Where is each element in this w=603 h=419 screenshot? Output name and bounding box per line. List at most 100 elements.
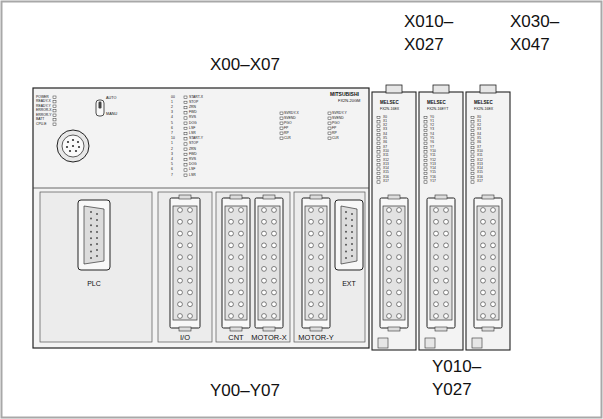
- connector-latch: [263, 327, 275, 331]
- connector-pin: [229, 278, 234, 283]
- terminal-label: X6: [477, 141, 481, 144]
- extension-block: MELSECFX2N-16EYTY0Y1Y2Y3Y4Y5Y6Y7Y10Y11Y1…: [419, 92, 463, 350]
- panel-label: 6: [171, 127, 173, 130]
- terminal-label: Y6: [430, 141, 434, 144]
- connector-pin: [444, 208, 449, 213]
- connector-pin: [188, 208, 193, 213]
- connector-pin: [262, 208, 267, 213]
- connector-pin: [178, 302, 183, 307]
- panel-label: CPU-E: [36, 123, 47, 126]
- connector-body: [380, 198, 408, 328]
- panel-label: 00: [171, 96, 175, 99]
- led: [53, 123, 56, 125]
- led: [424, 164, 427, 166]
- connector-pin: [444, 243, 449, 248]
- connector-latch: [435, 195, 447, 199]
- connector-pin: [239, 231, 244, 236]
- connector-pin: [188, 255, 193, 260]
- connector-pin: [481, 266, 486, 271]
- connector-pin: [272, 208, 277, 213]
- led: [424, 155, 427, 157]
- terminal-label: X12: [383, 159, 389, 162]
- connector-pin: [491, 290, 496, 295]
- connector-pin: [434, 255, 439, 260]
- terminal-label: FX2N-16EYT: [427, 108, 448, 112]
- panel-label: 5: [171, 163, 173, 166]
- connector-pin: [319, 302, 324, 307]
- led: [280, 127, 283, 129]
- panel-label: LSF: [189, 127, 195, 130]
- dsub-pin: [96, 255, 98, 257]
- connector-pin: [309, 255, 314, 260]
- module-foot: [472, 338, 482, 348]
- plc-panel: [40, 192, 152, 342]
- dsub-face: [341, 206, 357, 264]
- connector-latch: [310, 327, 322, 331]
- dsub-face: [84, 206, 104, 264]
- dsub-pin: [351, 237, 353, 239]
- round-port-pin: [66, 146, 68, 148]
- terminal-label: Y1: [430, 120, 434, 123]
- panel-label: CLR: [332, 137, 339, 140]
- connector-pin: [309, 314, 314, 319]
- terminal-label: X15: [477, 171, 483, 174]
- dsub-pin: [345, 244, 347, 246]
- connector-pin: [481, 278, 486, 283]
- connector-latch: [482, 327, 494, 331]
- round-port-pin: [72, 145, 74, 147]
- led: [471, 181, 474, 183]
- connector-pin: [397, 278, 402, 283]
- connector-pin: [262, 219, 267, 224]
- connector-pin: [397, 314, 402, 319]
- connector-pin: [481, 314, 486, 319]
- connector-pin: [387, 314, 392, 319]
- connector-pin: [188, 266, 193, 271]
- round-port-pin: [77, 141, 79, 143]
- terminal-label: Y3: [430, 128, 434, 131]
- panel-label: 10: [171, 137, 175, 140]
- connector-pin: [319, 208, 324, 213]
- round-port-pin: [72, 139, 74, 141]
- led: [377, 177, 380, 179]
- connector-pin: [319, 231, 324, 236]
- connector-pin: [434, 231, 439, 236]
- main-unit-housing: [33, 88, 369, 348]
- connector-pin: [272, 231, 277, 236]
- terminal-label: Y16: [430, 176, 436, 179]
- terminal-label: X1: [383, 120, 387, 123]
- led: [184, 106, 187, 108]
- connector-pin: [491, 243, 496, 248]
- extension-housing: [372, 92, 416, 350]
- connector-pin: [239, 314, 244, 319]
- led: [53, 110, 56, 112]
- connector-pin: [178, 278, 183, 283]
- connector-pin: [178, 255, 183, 260]
- led: [184, 112, 187, 114]
- panel-label: CNT: [228, 334, 243, 342]
- connector-pin: [262, 290, 267, 295]
- connector-pin: [188, 231, 193, 236]
- led: [471, 151, 474, 153]
- led: [53, 119, 56, 121]
- connector-pin: [188, 302, 193, 307]
- dsub-pin: [345, 257, 347, 259]
- connector-pin: [319, 243, 324, 248]
- panel-label: FP: [332, 127, 336, 130]
- led: [424, 142, 427, 144]
- connector-pin: [178, 314, 183, 319]
- module-foot: [425, 338, 435, 348]
- module-tab: [433, 85, 449, 93]
- led: [184, 138, 187, 140]
- dsub-pin: [351, 225, 353, 227]
- dsub-pin: [96, 249, 98, 251]
- terminal-label: X4: [383, 133, 387, 136]
- led: [328, 112, 331, 114]
- connector-pin: [229, 302, 234, 307]
- led: [280, 112, 283, 114]
- toggle-lever: [99, 102, 102, 109]
- dsub-pin: [345, 231, 347, 233]
- connector-pin: [262, 314, 267, 319]
- panel-label: MANU: [106, 113, 117, 117]
